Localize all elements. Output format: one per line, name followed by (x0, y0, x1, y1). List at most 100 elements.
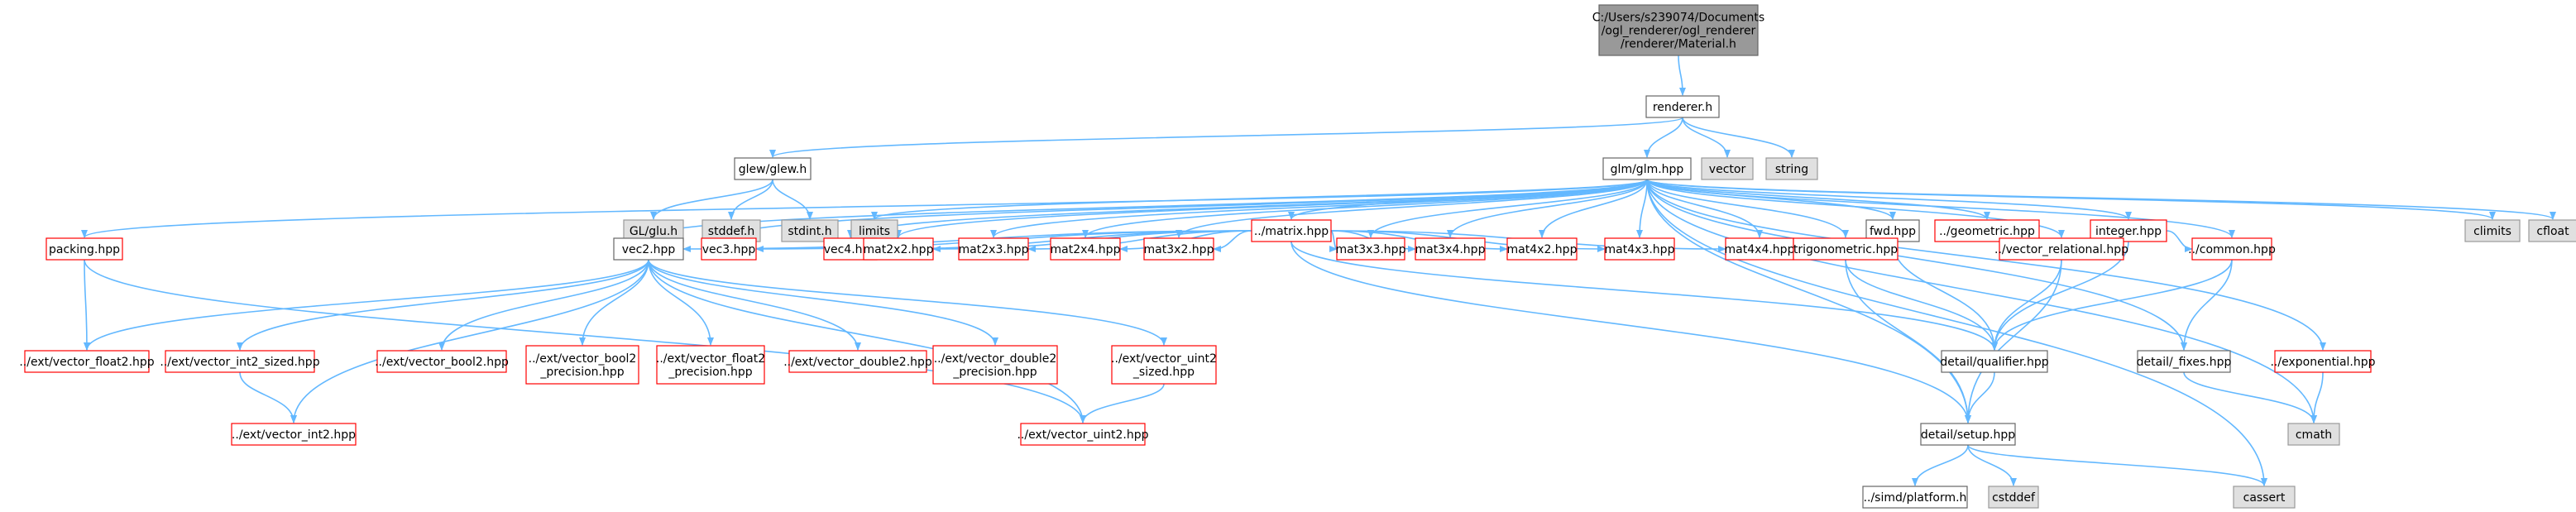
node-label-mat4x3: mat4x3.hpp (1605, 243, 1675, 256)
node-matrix[interactable]: ../matrix.hpp (1251, 219, 1332, 242)
node-label-glu: GL/glu.h (630, 225, 678, 238)
edge-renderer-to-glm (1644, 117, 1683, 158)
node-vint2sized[interactable]: ../ext/vector_int2_sized.hpp (160, 350, 320, 373)
node-label-qualifier: detail/qualifier.hpp (1940, 356, 2048, 369)
node-box-vuint2sized (1111, 345, 1217, 385)
node-vdouble2p[interactable]: ../ext/vector_double2_precision.hpp (932, 345, 1058, 385)
edge-glm-to-mat3x3 (1367, 179, 1648, 238)
node-box-vuint2 (1020, 423, 1146, 446)
node-vfloat2[interactable]: ../ext/vector_float2.hpp (19, 350, 155, 373)
node-mat2x3[interactable]: mat2x3.hpp (958, 237, 1029, 261)
node-packing[interactable]: packing.hpp (45, 237, 123, 261)
node-mat4x3[interactable]: mat4x3.hpp (1604, 237, 1675, 261)
node-label-matrix: ../matrix.hpp (1254, 225, 1329, 238)
node-label-vbool2p: ../ext/vector_bool2_precision.hpp (529, 352, 637, 379)
node-box-common (2191, 237, 2272, 261)
edge-vec2-to-vfloat2p (648, 259, 714, 346)
edge-renderer-to-string (1682, 117, 1795, 158)
node-mat2x4[interactable]: mat2x4.hpp (1050, 237, 1121, 261)
node-vint2[interactable]: ../ext/vector_int2.hpp (231, 423, 357, 446)
node-box-cfloat (2528, 219, 2576, 242)
edge-glew-to-stddef (728, 179, 773, 220)
edge-glm-to-mat4x2 (1539, 179, 1648, 238)
node-glew[interactable]: glew/glew.h (734, 157, 812, 180)
node-material[interactable]: C:/Users/s239074/Documents/ogl_renderer/… (1592, 4, 1764, 56)
edge-vec2-to-vint2sized (237, 259, 649, 351)
node-box-string (1765, 157, 1818, 180)
node-label-stddef: stddef.h (708, 225, 754, 238)
edge-vec2-to-vdouble2 (648, 259, 861, 351)
node-label-geometric: ../geometric.hpp (1939, 225, 2035, 238)
edge-glm-to-cfloat (1646, 179, 2556, 220)
edge-glm-to-cmath (1646, 179, 2317, 423)
node-glm[interactable]: glm/glm.hpp (1602, 157, 1692, 180)
node-vfloat2p[interactable]: ../ext/vector_float2_precision.hpp (656, 345, 765, 385)
node-vuint2sized[interactable]: ../ext/vector_uint2_sized.hpp (1111, 345, 1217, 385)
node-label-fwd: fwd.hpp (1870, 225, 1916, 238)
node-mat2x2[interactable]: mat2x2.hpp (863, 237, 934, 261)
node-box-mat4x3 (1604, 237, 1675, 261)
node-box-vfloat2 (24, 350, 150, 373)
edge-vec2-to-vbool2 (438, 259, 649, 351)
edge-glm-to-mat3x4 (1447, 179, 1648, 238)
node-label-cmath: cmath (2296, 428, 2332, 442)
node-label-packing: packing.hpp (49, 243, 120, 256)
edge-glm-to-mat2x3 (990, 179, 1648, 238)
node-mat3x3[interactable]: mat3x3.hpp (1336, 237, 1406, 261)
node-exponential[interactable]: ../exponential.hpp (2270, 350, 2376, 373)
edge-vecrel-to-qualifier (1991, 259, 2062, 351)
edge-vecrel-to-setup (1965, 259, 2062, 423)
edge-glm-to-fixes (1646, 179, 2187, 351)
edge-fixes-to-cmath (2183, 371, 2317, 423)
node-cassert: cassert (2233, 486, 2296, 509)
node-box-glm (1602, 157, 1692, 180)
node-setup[interactable]: detail/setup.hpp (1920, 423, 2016, 446)
node-label-common: ../common.hpp (2188, 243, 2276, 256)
node-vuint2[interactable]: ../ext/vector_uint2.hpp (1017, 423, 1149, 446)
node-trigonometric[interactable]: trigonometric.hpp (1793, 237, 1898, 261)
node-label-cstddef: cstddef (1992, 491, 2036, 505)
node-vbool2[interactable]: ../ext/vector_bool2.hpp (375, 350, 509, 373)
node-integer[interactable]: integer.hpp (2090, 219, 2167, 242)
node-label-vfloat2p: ../ext/vector_float2_precision.hpp (656, 352, 765, 379)
node-box-mat2x3 (958, 237, 1029, 261)
node-label-vdouble2: ../ext/vector_double2.hpp (783, 356, 932, 369)
edge-glew-to-stdint (772, 179, 813, 220)
edge-common-to-qualifier (1991, 259, 2233, 351)
node-box-material (1598, 4, 1759, 56)
node-vecrel[interactable]: ../vector_relational.hpp (1994, 237, 2128, 261)
node-vec2[interactable]: vec2.hpp (613, 237, 684, 261)
node-vec3[interactable]: vec3.hpp (701, 237, 757, 261)
node-renderer[interactable]: renderer.h (1645, 95, 1720, 118)
edge-glm-to-integer (1646, 179, 2132, 220)
edge-renderer-to-glew (769, 117, 1683, 158)
node-box-packing (45, 237, 123, 261)
node-box-platform (1862, 486, 1968, 509)
node-box-qualifier (1941, 350, 2048, 373)
node-box-exponential (2274, 350, 2372, 373)
node-qualifier[interactable]: detail/qualifier.hpp (1940, 350, 2049, 373)
node-string: string (1765, 157, 1818, 180)
node-mat3x2[interactable]: mat3x2.hpp (1143, 237, 1214, 261)
node-box-climits (2464, 219, 2521, 242)
node-box-vec3 (701, 237, 757, 261)
node-box-vec2 (613, 237, 684, 261)
edge-glm-to-vec4 (847, 179, 1648, 238)
edge-common-to-fixes (2181, 259, 2233, 351)
node-cmath: cmath (2287, 423, 2340, 446)
node-mat4x4[interactable]: mat4x4.hpp (1725, 237, 1795, 261)
node-mat4x2[interactable]: mat4x2.hpp (1506, 237, 1578, 261)
node-label-trigonometric: trigonometric.hpp (1793, 243, 1898, 256)
node-label-vint2sized: ../ext/vector_int2_sized.hpp (160, 356, 319, 369)
node-geometric[interactable]: ../geometric.hpp (1934, 219, 2040, 242)
node-vdouble2[interactable]: ../ext/vector_double2.hpp (783, 350, 932, 373)
node-box-trigonometric (1793, 237, 1898, 261)
node-common[interactable]: ../common.hpp (2188, 237, 2276, 261)
node-platform[interactable]: ../simd/platform.h (1862, 486, 1968, 509)
node-vbool2p[interactable]: ../ext/vector_bool2_precision.hpp (525, 345, 639, 385)
edge-vint2sized-to-vint2 (239, 371, 297, 423)
node-fixes[interactable]: detail/_fixes.hpp (2137, 350, 2232, 373)
edge-glm-to-mat4x4 (1646, 179, 1763, 238)
node-box-vfloat2p (656, 345, 765, 385)
node-mat3x4[interactable]: mat3x4.hpp (1415, 237, 1486, 261)
